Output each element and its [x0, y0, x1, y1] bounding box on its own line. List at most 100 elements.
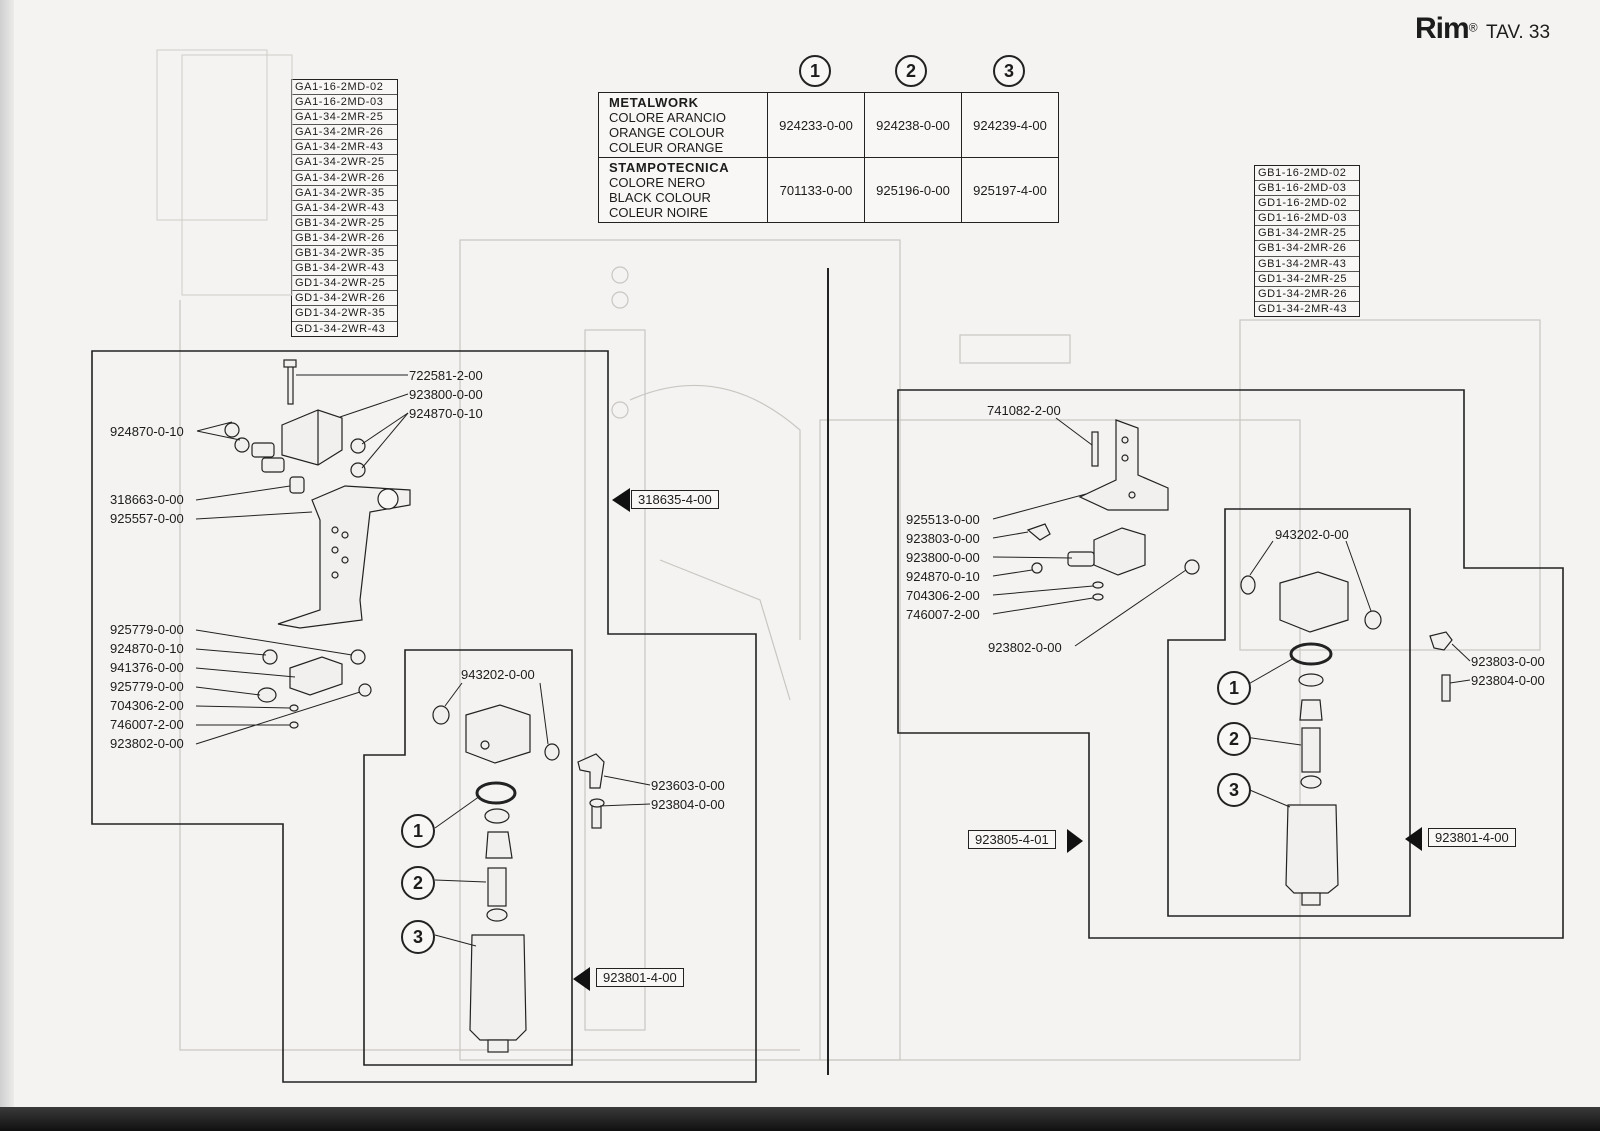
- color-line: BLACK COLOUR: [609, 190, 711, 205]
- callout-2: 2: [1217, 722, 1251, 756]
- push-fitting: [1067, 551, 1095, 567]
- part-label: 925513-0-00: [906, 512, 980, 527]
- ref-arrow-923801-right: [1405, 827, 1422, 851]
- part-label: 923800-0-00: [409, 387, 483, 402]
- valve-block: [281, 409, 343, 466]
- elbow-923803: [1429, 631, 1453, 651]
- filter-element: [487, 867, 507, 907]
- column-callout-2: 2: [895, 55, 927, 87]
- column-callout-3: 3: [993, 55, 1025, 87]
- part-label: 923804-0-00: [651, 797, 725, 812]
- model-code: GA1-16-2MD-02: [292, 80, 397, 96]
- scan-bottom-edge: [0, 1107, 1600, 1131]
- part-code-cell: 701133-0-00: [767, 157, 865, 223]
- page-binding-edge: [0, 0, 14, 1131]
- drain-valve: [1301, 892, 1321, 906]
- model-code: GD1-34-2WR-43: [295, 322, 386, 335]
- gear-washer: [1298, 673, 1324, 687]
- o-ring: [1289, 642, 1333, 666]
- manufacturer-cell: STAMPOTECNICA COLORE NERO BLACK COLOUR C…: [598, 157, 768, 223]
- callout-2: 2: [401, 866, 435, 900]
- part-label: 943202-0-00: [1275, 527, 1349, 542]
- callout-1: 1: [1217, 671, 1251, 705]
- model-code: GB1-34-2MR-43: [1255, 257, 1359, 272]
- fitting-924870: [350, 462, 366, 478]
- right-assembly-outline: [897, 389, 1564, 939]
- ref-arrow-923805: [1067, 829, 1083, 853]
- plug-925779: [257, 687, 277, 703]
- part-label: 722581-2-00: [409, 368, 483, 383]
- left-filter-outline: [363, 649, 573, 1066]
- filter-element: [1301, 727, 1321, 773]
- color-line: COLORE ARANCIO: [609, 110, 727, 125]
- part-label: 923804-0-00: [1471, 673, 1545, 688]
- manufacturer-name: METALWORK: [609, 95, 699, 110]
- model-code: GB1-34-2WR-35: [292, 246, 397, 262]
- plug-943202: [544, 743, 560, 761]
- drain-valve: [487, 1039, 509, 1053]
- nut-746007: [289, 721, 299, 729]
- part-label: 923803-0-00: [1471, 654, 1545, 669]
- gear-washer: [1300, 775, 1322, 789]
- color-line: COLEUR ORANGE: [609, 140, 724, 155]
- subassembly-ref-923805: 923805-4-01: [968, 830, 1056, 849]
- left-assembly-outline: [91, 350, 757, 1083]
- silencer-923804: [1441, 674, 1451, 702]
- color-code-table: METALWORK COLORE ARANCIO ORANGE COLOUR C…: [598, 92, 1059, 223]
- washer-704306: [289, 704, 299, 712]
- model-code: GD1-34-2MR-25: [1255, 272, 1359, 287]
- model-code: GA1-34-2WR-43: [292, 201, 397, 216]
- callout-3: 3: [1217, 773, 1251, 807]
- callout-1: 1: [401, 814, 435, 848]
- screw-head: [283, 359, 297, 368]
- part-label: 923603-0-00: [651, 778, 725, 793]
- manufacturer-cell: METALWORK COLORE ARANCIO ORANGE COLOUR C…: [598, 92, 768, 158]
- part-label: 925557-0-00: [110, 511, 184, 526]
- model-code: GA1-34-2WR-35: [292, 186, 397, 201]
- fitting-924870: [224, 422, 240, 438]
- model-code: GA1-34-2WR-26: [292, 171, 397, 186]
- plug-925779: [262, 649, 278, 665]
- part-code-cell: 925196-0-00: [864, 157, 962, 223]
- part-label: 941376-0-00: [110, 660, 184, 675]
- table-row: STAMPOTECNICA COLORE NERO BLACK COLOUR C…: [598, 157, 1059, 223]
- part-label: 704306-2-00: [110, 698, 184, 713]
- model-code: GB1-34-2MR-25: [1255, 226, 1359, 242]
- right-parts: [1026, 419, 1453, 906]
- color-line: COLEUR NOIRE: [609, 205, 708, 220]
- model-code: GD1-34-2MR-43: [1258, 302, 1348, 315]
- plug-943202: [432, 705, 450, 725]
- bracket-angle: [1078, 419, 1169, 511]
- right-filter-outline: [1167, 508, 1411, 917]
- plug-943202: [1240, 575, 1256, 595]
- filter-insert: [485, 831, 513, 859]
- subassembly-ref-923801: 923801-4-00: [596, 968, 684, 987]
- faint-background-machine: [179, 239, 1541, 1061]
- manufacturer-name: STAMPOTECNICA: [609, 160, 730, 175]
- screw-722581: [287, 363, 294, 405]
- part-label: 746007-2-00: [906, 607, 980, 622]
- fitting-923802: [1184, 559, 1200, 575]
- model-code: GB1-34-2WR-43: [292, 261, 397, 277]
- column-callout-1: 1: [799, 55, 831, 87]
- brand-header: Rim® TAV. 33: [1415, 12, 1550, 46]
- part-label: 925779-0-00: [110, 679, 184, 694]
- model-code: GD1-16-2MD-03: [1255, 211, 1359, 227]
- part-label: 923802-0-00: [988, 640, 1062, 655]
- bracket-hole: [377, 488, 399, 510]
- plug-943202: [1364, 610, 1382, 630]
- model-code: GA1-34-2MR-26: [292, 125, 397, 141]
- part-label: 318663-0-00: [110, 492, 184, 507]
- model-code: GB1-34-2WR-26: [292, 231, 397, 247]
- table-row: METALWORK COLORE ARANCIO ORANGE COLOUR C…: [598, 92, 1059, 158]
- connector-941376: [289, 656, 343, 696]
- part-label: 923800-0-00: [906, 550, 980, 565]
- gear-washer: [486, 908, 508, 922]
- part-label: 925779-0-00: [110, 622, 184, 637]
- filter-insert: [1299, 699, 1323, 721]
- part-label: 924870-0-10: [110, 424, 184, 439]
- part-label: 923802-0-00: [110, 736, 184, 751]
- part-label: 943202-0-00: [461, 667, 535, 682]
